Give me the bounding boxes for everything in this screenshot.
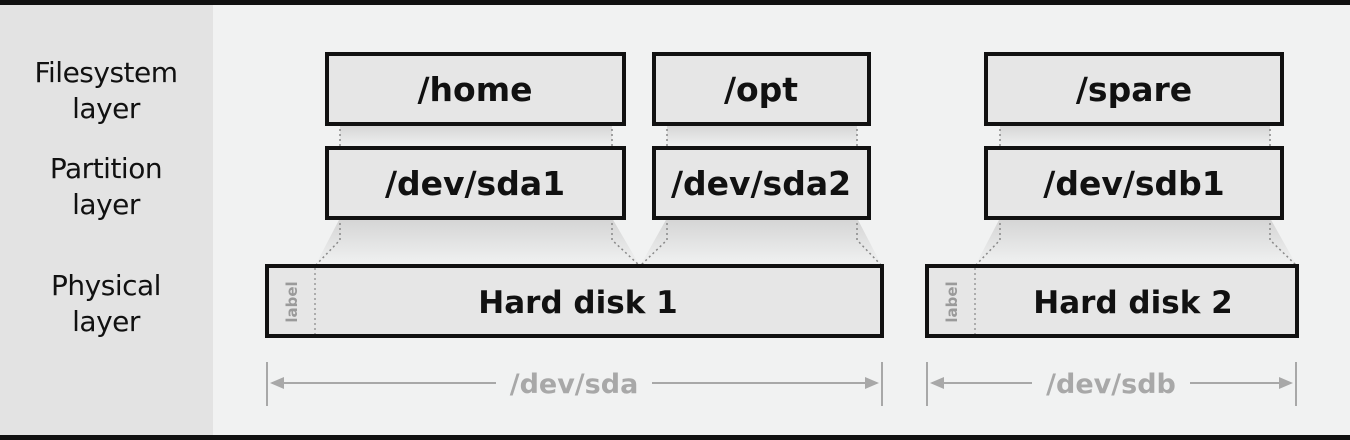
partition-box-sda2: /dev/sda2 [652, 146, 871, 220]
svg-text:Physical: Physical [51, 269, 161, 302]
svg-text:/dev/sdb1: /dev/sdb1 [1043, 164, 1224, 203]
svg-text:layer: layer [72, 188, 141, 221]
layer-sidebar [0, 5, 213, 435]
svg-text:/dev/sda1: /dev/sda1 [385, 164, 565, 203]
filesystem-box-home: /home [325, 52, 626, 126]
device-span-sda: /dev/sda [266, 362, 883, 406]
partition-box-sdb1: /dev/sdb1 [984, 146, 1284, 220]
svg-text:layer: layer [72, 92, 141, 125]
device-label-sda: /dev/sda [510, 369, 639, 400]
filesystem-box-spare: /spare [984, 52, 1284, 126]
device-label-sdb: /dev/sdb [1046, 369, 1176, 400]
device-span-sdb: /dev/sdb [926, 362, 1297, 406]
svg-text:/spare: /spare [1076, 70, 1192, 109]
svg-text:/home: /home [418, 70, 533, 109]
layer-label-physical: Physical layer [51, 269, 161, 338]
svg-text:/dev/sda2: /dev/sda2 [671, 164, 851, 203]
svg-text:layer: layer [72, 305, 141, 338]
disk-2-name: Hard disk 2 [1033, 285, 1232, 321]
disk-1-name: Hard disk 1 [478, 285, 677, 321]
layer-label-filesystem: Filesystem layer [34, 56, 178, 125]
filesystem-box-opt: /opt [652, 52, 871, 126]
disk-2-label-tag: label [943, 281, 961, 322]
connectors-fs-to-partition [339, 124, 1271, 148]
hard-disk-2: label Hard disk 2 [925, 264, 1299, 338]
svg-text:Partition: Partition [50, 152, 162, 185]
svg-text:/opt: /opt [724, 70, 798, 109]
hard-disk-1: label Hard disk 1 [265, 264, 884, 338]
layer-label-partition: Partition layer [50, 152, 163, 221]
disk-1-label-tag: label [283, 281, 301, 322]
partition-box-sda1: /dev/sda1 [325, 146, 626, 220]
connectors-partition-to-disk [314, 218, 1298, 267]
svg-text:Filesystem: Filesystem [34, 56, 177, 89]
